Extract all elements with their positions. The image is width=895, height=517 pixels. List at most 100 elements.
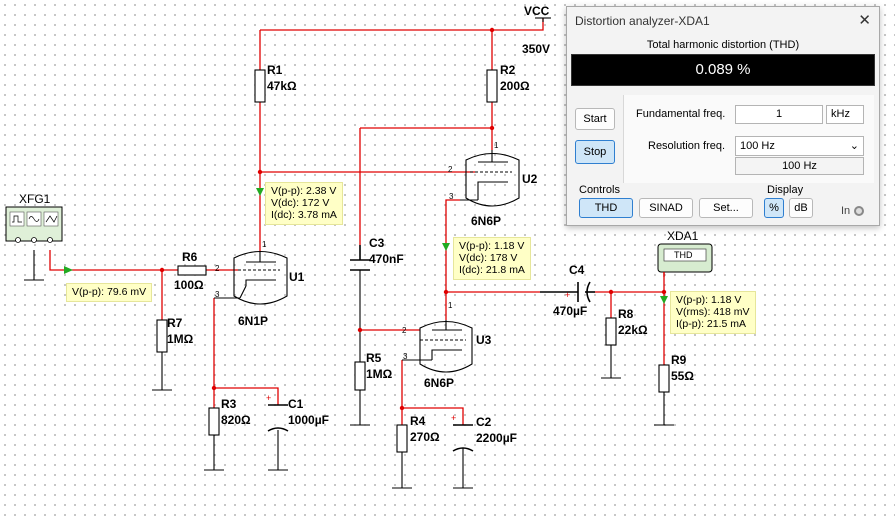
probe-input-vpp: V(p-p): 79.6 mV xyxy=(72,286,147,298)
r3-value[interactable]: 820Ω xyxy=(221,413,251,427)
probe-u3-idc: I(dc): 21.8 mA xyxy=(459,264,525,276)
probe-u3-grid[interactable]: V(p-p): 1.18 V V(dc): 178 V I(dc): 21.8 … xyxy=(453,237,531,280)
tube-U3 xyxy=(402,320,473,373)
input-terminal-label: In xyxy=(841,205,851,217)
generator-label: XFG1 xyxy=(19,192,51,206)
r3-ref[interactable]: R3 xyxy=(221,397,237,411)
r9-value[interactable]: 55Ω xyxy=(671,369,694,383)
percent-button[interactable]: % xyxy=(764,198,784,218)
thd-reading-display: 0.089 % xyxy=(571,54,875,86)
black-wires xyxy=(24,250,674,489)
r8-ref[interactable]: R8 xyxy=(618,307,634,321)
capacitor-plates xyxy=(267,245,595,452)
c3-value[interactable]: 470nF xyxy=(369,252,404,266)
probe-out-ipp: I(p-p): 21.5 mA xyxy=(676,318,747,330)
probe-markers xyxy=(64,188,668,304)
resolution-freq-select[interactable]: 100 Hz ⌄ xyxy=(735,136,864,156)
svg-text:+: + xyxy=(451,413,456,423)
display-group-label: Display xyxy=(767,184,804,196)
u1-ref[interactable]: U1 xyxy=(289,270,305,284)
svg-text:+: + xyxy=(266,393,271,403)
analyzer-tag-label: XDA1 xyxy=(667,229,699,243)
vcc-value: 350V xyxy=(522,42,551,56)
input-terminal-icon[interactable] xyxy=(854,206,864,216)
r7-value[interactable]: 1MΩ xyxy=(167,332,194,346)
probe-input[interactable]: V(p-p): 79.6 mV xyxy=(66,283,153,302)
tube-U1 xyxy=(214,250,288,305)
r8-value[interactable]: 22kΩ xyxy=(618,323,648,337)
vcc-symbol xyxy=(535,17,551,22)
probe-out-vrms: V(rms): 418 mV xyxy=(676,306,750,318)
sinad-mode-button[interactable]: SINAD xyxy=(639,198,693,218)
chevron-down-icon: ⌄ xyxy=(849,140,859,152)
r7-ref[interactable]: R7 xyxy=(167,316,183,330)
controls-group-label: Controls xyxy=(579,184,620,196)
u1-pin-1: 1 xyxy=(262,240,267,249)
c1-value[interactable]: 1000µF xyxy=(288,413,329,427)
function-generator-icon xyxy=(5,206,63,243)
u3-pin-2: 2 xyxy=(402,326,407,335)
fundamental-freq-input[interactable]: 1 xyxy=(735,105,823,124)
u3-pin-3: 3 xyxy=(403,352,408,361)
probe-u3-vpp: V(p-p): 1.18 V xyxy=(459,240,525,252)
r2-ref[interactable]: R2 xyxy=(500,63,516,77)
probe-u3-vdc: V(dc): 178 V xyxy=(459,252,518,264)
r4-ref[interactable]: R4 xyxy=(410,414,426,428)
window-title: Distortion analyzer-XDA1 xyxy=(575,14,710,28)
probe-output[interactable]: V(p-p): 1.18 V V(rms): 418 mV I(p-p): 21… xyxy=(670,291,756,334)
u3-pin-1: 1 xyxy=(448,301,453,310)
r6-ref[interactable]: R6 xyxy=(182,250,198,264)
r2-value[interactable]: 200Ω xyxy=(500,79,530,93)
vcc-label: VCC xyxy=(524,4,550,18)
u2-pin-1: 1 xyxy=(494,141,499,150)
r4-value[interactable]: 270Ω xyxy=(410,430,440,444)
u3-ref[interactable]: U3 xyxy=(476,333,492,347)
resolution-freq-readout: 100 Hz xyxy=(735,157,864,175)
db-button[interactable]: dB xyxy=(789,198,813,218)
probe-u1-idc: I(dc): 3.78 mA xyxy=(271,209,337,221)
junctions xyxy=(159,27,667,411)
u2-type[interactable]: 6N6P xyxy=(471,214,502,228)
distortion-analyzer-window[interactable]: Distortion analyzer-XDA1 ✕ Total harmoni… xyxy=(566,6,880,226)
r1-value[interactable]: 47kΩ xyxy=(267,79,297,93)
u2-ref[interactable]: U2 xyxy=(522,172,538,186)
r9-ref[interactable]: R9 xyxy=(671,353,687,367)
cap-polarity: + + + xyxy=(266,290,570,423)
r6-value[interactable]: 100Ω xyxy=(174,278,204,292)
c4-value[interactable]: 470µF xyxy=(553,304,588,318)
analyzer-icon-text: THD xyxy=(674,250,693,260)
probe-u1-vpp: V(p-p): 2.38 V xyxy=(271,185,337,197)
u1-type[interactable]: 6N1P xyxy=(238,314,269,328)
thd-mode-button[interactable]: THD xyxy=(579,198,633,218)
u2-pin-3: 3 xyxy=(449,192,454,201)
close-icon[interactable]: ✕ xyxy=(858,12,871,29)
r5-ref[interactable]: R5 xyxy=(366,351,382,365)
tube-U2 xyxy=(460,150,520,207)
u1-pin-3: 3 xyxy=(215,290,220,299)
c2-ref[interactable]: C2 xyxy=(476,415,492,429)
r1-ref[interactable]: R1 xyxy=(267,63,283,77)
stop-button[interactable]: Stop xyxy=(575,140,615,164)
thd-heading: Total harmonic distortion (THD) xyxy=(646,39,800,51)
red-wires xyxy=(49,18,665,425)
set-button[interactable]: Set... xyxy=(699,198,753,218)
u1-pin-2: 2 xyxy=(215,264,220,273)
svg-text:+: + xyxy=(565,290,570,300)
resistor-bodies xyxy=(156,69,670,453)
resolution-freq-value: 100 Hz xyxy=(740,140,775,152)
distortion-analyzer-icon xyxy=(657,243,713,277)
u3-type[interactable]: 6N6P xyxy=(424,376,455,390)
r5-value[interactable]: 1MΩ xyxy=(366,367,393,381)
start-button[interactable]: Start xyxy=(575,108,615,130)
c2-value[interactable]: 2200µF xyxy=(476,431,517,445)
fundamental-freq-label: Fundamental freq. xyxy=(636,108,726,120)
c3-ref[interactable]: C3 xyxy=(369,236,385,250)
resolution-freq-label: Resolution freq. xyxy=(648,140,726,152)
c1-ref[interactable]: C1 xyxy=(288,397,304,411)
probe-out-vpp: V(p-p): 1.18 V xyxy=(676,294,742,306)
probe-u1-plate[interactable]: V(p-p): 2.38 V V(dc): 172 V I(dc): 3.78 … xyxy=(265,182,343,225)
c4-ref[interactable]: C4 xyxy=(569,263,585,277)
fundamental-unit-select[interactable]: kHz xyxy=(826,105,864,124)
probe-u1-vdc: V(dc): 172 V xyxy=(271,197,330,209)
